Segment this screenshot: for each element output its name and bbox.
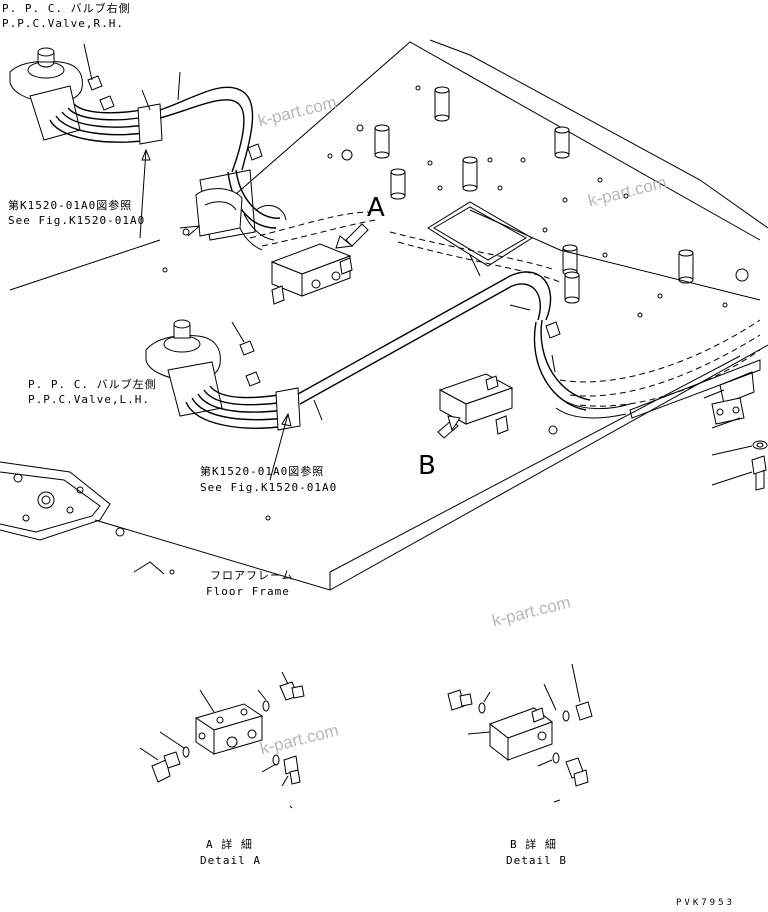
floor-frame-label-jp: フロアフレーム [210,569,294,582]
view-b-marker: B [418,451,436,481]
detail-a-title-en: Detail A [200,854,261,867]
see-fig-ref-1-en: See Fig.K1520-01A0 [8,214,146,227]
detail-a-drawing [139,671,305,809]
see-fig-ref-2-en: See Fig.K1520-01A0 [200,481,338,494]
valve-block-a [270,223,369,305]
detail-b-title-jp: B 詳 細 [510,838,557,851]
ppc-valve-rh [9,43,287,251]
floor-frame-label-en: Floor Frame [206,585,290,598]
see-fig-ref-1-jp: 第K1520-01A0図参照 [8,199,133,212]
ppc-valve-lh [145,254,631,431]
seat-base-partial [0,461,111,541]
detail-b-drawing [447,663,593,803]
ppc-valve-lh-label-en: P.P.C.Valve,L.H. [28,393,150,406]
floor-frame-plate [9,39,768,591]
detail-a-title-jp: A 詳 細 [206,838,253,851]
view-a-marker: A [367,193,385,223]
ppc-valve-rh-label-en: P.P.C.Valve,R.H. [2,17,124,30]
ppc-valve-lh-label-jp: P. P. C. バルブ左側 [28,378,157,391]
see-fig-ref-2-jp: 第K1520-01A0図参照 [200,465,325,478]
valve-block-b [437,373,514,439]
detail-b-title-en: Detail B [506,854,567,867]
drawing-code: PVK7953 [676,898,735,908]
ppc-valve-rh-label-jp: P. P. C. バルブ右側 [2,2,131,15]
